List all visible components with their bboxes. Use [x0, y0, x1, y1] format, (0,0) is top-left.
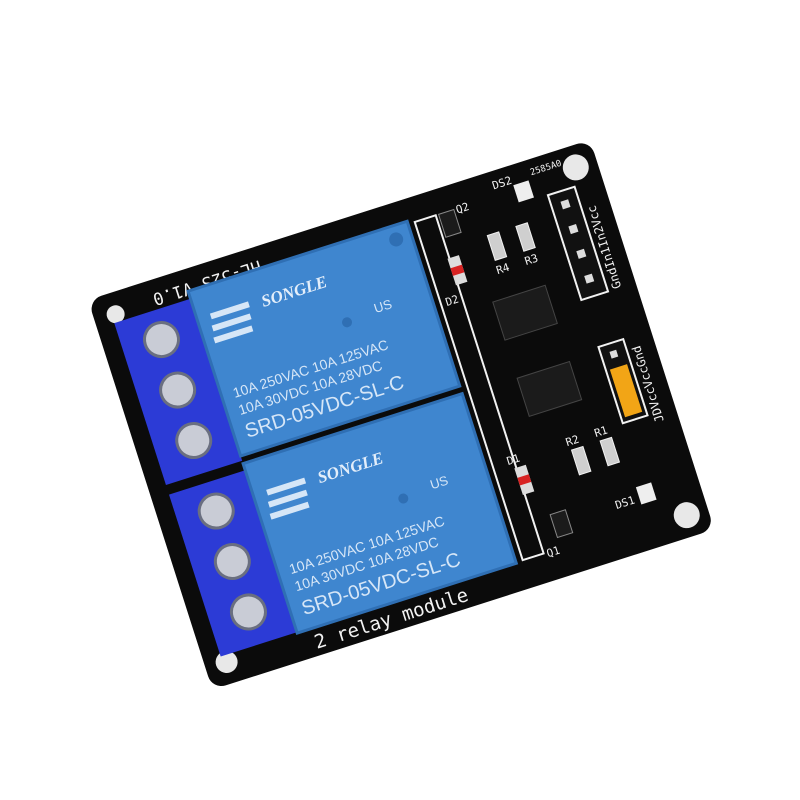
label-ds2: DS2	[491, 174, 514, 192]
screw-icon	[229, 593, 267, 631]
label-d1: D1	[505, 452, 522, 468]
terminal-block-1	[114, 298, 243, 486]
resistor-r2	[570, 445, 592, 476]
label-r3: R3	[523, 252, 540, 268]
mounting-hole	[562, 154, 589, 181]
mounting-hole	[673, 502, 700, 529]
relay-cert: US	[372, 296, 394, 316]
led-ds2	[513, 180, 534, 203]
screw-icon	[142, 321, 180, 359]
optocoupler	[492, 284, 558, 341]
terminal-block-2	[168, 470, 297, 657]
screw-icon	[213, 542, 251, 580]
label-r2: R2	[564, 433, 581, 449]
led-ds1	[635, 482, 657, 505]
screw-icon	[197, 492, 235, 530]
label-q1: Q1	[545, 544, 562, 560]
input-pin-header[interactable]	[546, 185, 610, 302]
jdvcc-jumper[interactable]	[597, 337, 649, 425]
label-r4: R4	[495, 261, 512, 278]
screw-icon	[159, 371, 197, 409]
transistor-q2	[437, 208, 462, 238]
label-r1: R1	[593, 424, 610, 440]
label-ds1: DS1	[614, 494, 637, 512]
label-d2: D2	[444, 293, 461, 309]
label-q2: Q2	[454, 200, 471, 216]
relay-cert: US	[428, 472, 450, 492]
relay-1: SONGLE US 10A 250VAC 10A 125VAC 10A 30VD…	[186, 219, 462, 458]
screw-icon	[175, 422, 213, 460]
mounting-hole	[215, 650, 238, 673]
optocoupler	[516, 360, 583, 417]
resistor-r1	[599, 436, 621, 467]
resistor-r3	[515, 222, 536, 252]
resistor-r4	[486, 231, 508, 261]
transistor-q1	[549, 509, 574, 539]
mounting-hole	[106, 305, 125, 324]
